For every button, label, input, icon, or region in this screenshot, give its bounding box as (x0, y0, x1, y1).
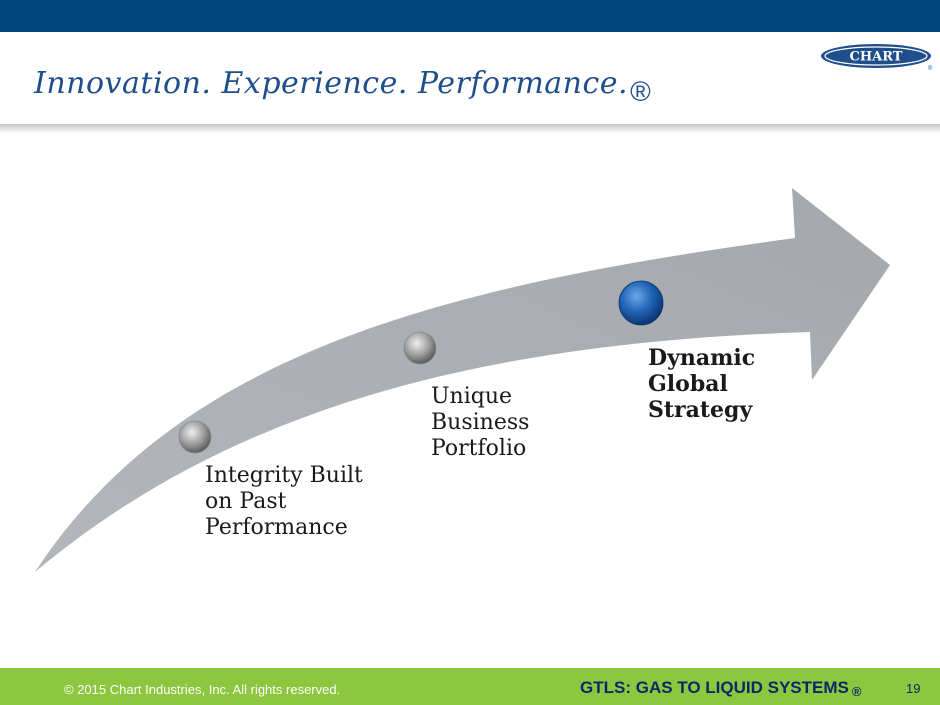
footer-tagline: GTLS: GAS TO LIQUID SYSTEMS® (580, 678, 862, 699)
registered-mark: ® (630, 76, 652, 107)
step-label-strategy: Dynamic Global Strategy (648, 345, 756, 423)
logo-registered-mark: ® (928, 66, 933, 72)
logo-text: CHART (850, 50, 903, 65)
growth-arrow (35, 188, 890, 572)
node-strategy-icon (618, 280, 664, 326)
footer-tagline-text: GTLS: GAS TO LIQUID SYSTEMS (580, 678, 849, 697)
copyright-text: © 2015 Chart Industries, Inc. All rights… (64, 682, 341, 697)
page-title: Innovation. Experience. Performance.® (34, 66, 651, 107)
tagline-text: Innovation. Experience. Performance. (34, 66, 629, 101)
chart-logo-icon: CHART (821, 44, 931, 68)
step-label-portfolio: Unique Business Portfolio (431, 384, 530, 461)
step-label-integrity: Integrity Built on Past Performance (205, 463, 363, 540)
page-number: 19 (906, 681, 921, 696)
node-portfolio-icon (403, 331, 437, 365)
node-integrity-icon (178, 420, 212, 454)
top-bar (0, 0, 940, 32)
header-divider (0, 124, 940, 134)
footer-registered-mark: ® (851, 684, 862, 699)
footer-bar: © 2015 Chart Industries, Inc. All rights… (0, 668, 940, 705)
